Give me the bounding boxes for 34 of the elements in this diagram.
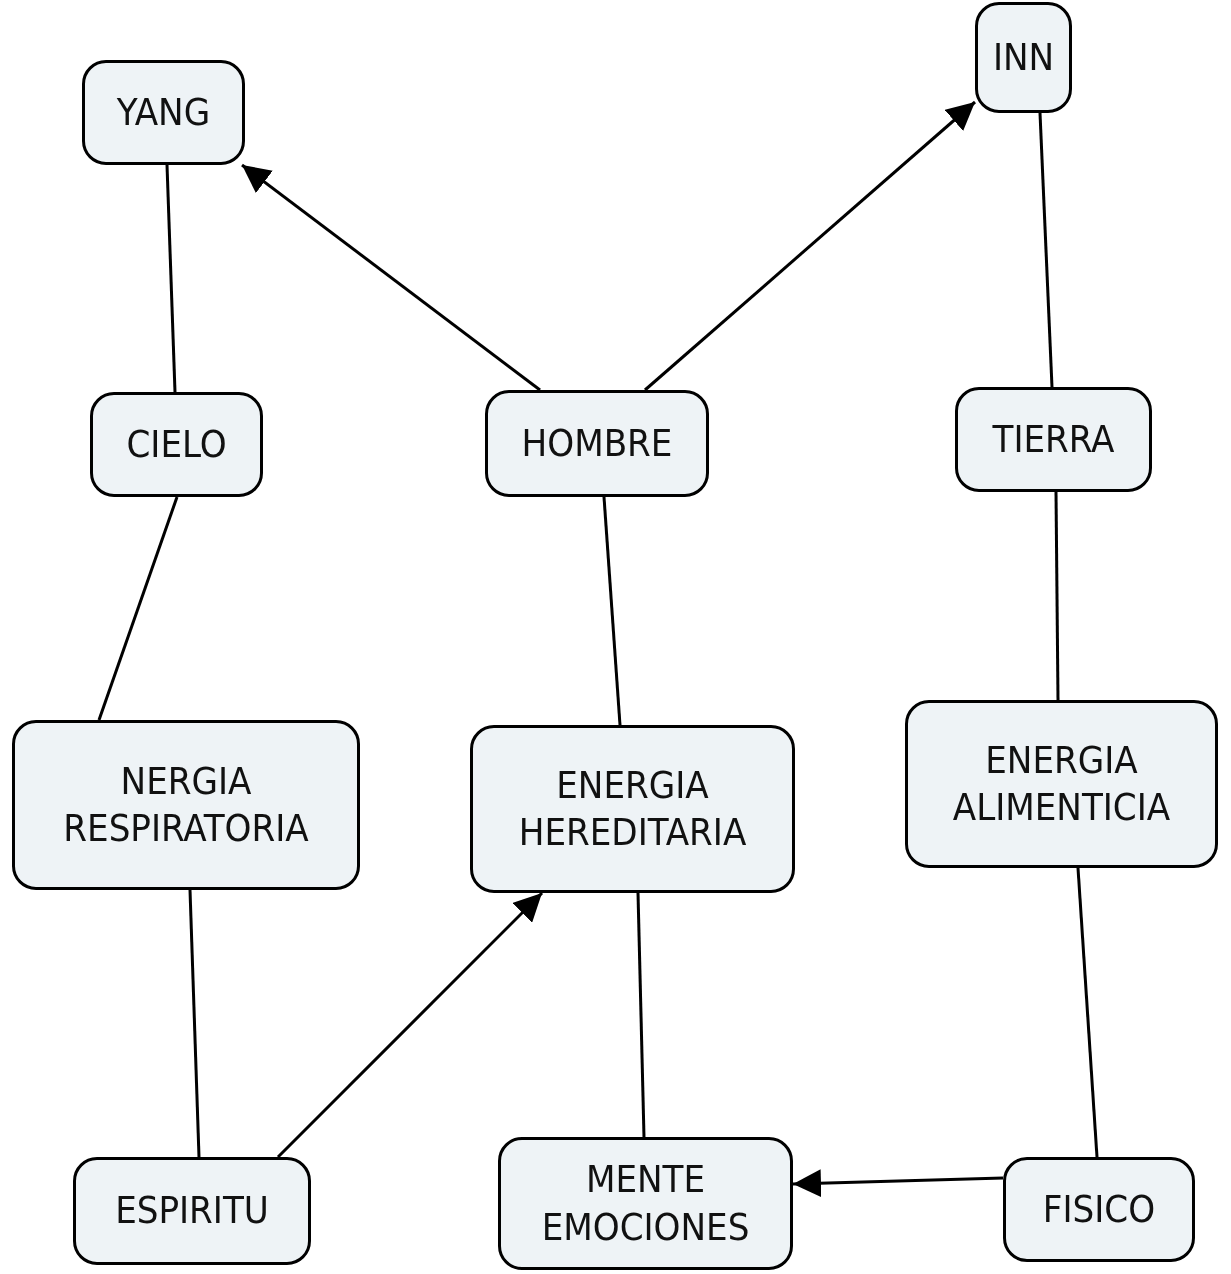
- connector-line: [636, 892, 646, 1138]
- concept-box: [975, 2, 1072, 113]
- connector-line: [1054, 492, 1060, 700]
- concept-label: HOMBRE: [521, 419, 673, 467]
- concept-box: [90, 392, 263, 497]
- concept-box: [12, 720, 360, 890]
- connector-line: [1038, 112, 1054, 388]
- arrow: [276, 891, 544, 1159]
- concept-label: ENERGIA ALIMENTICIA: [951, 736, 1172, 831]
- arrow: [644, 100, 976, 392]
- connector-line: [1076, 867, 1099, 1158]
- concept-label: INN: [992, 33, 1055, 81]
- concept-box: [1003, 1157, 1195, 1262]
- connector-line: [602, 496, 622, 726]
- concept-box: [955, 387, 1152, 492]
- connector-line: [165, 164, 177, 393]
- concept-box: [498, 1137, 793, 1270]
- concept-label: CIELO: [126, 420, 227, 468]
- connector-line: [188, 889, 201, 1158]
- concept-box: [73, 1157, 311, 1265]
- concept-box: [470, 725, 795, 893]
- concept-label: YANG: [116, 88, 211, 136]
- arrow: [241, 163, 541, 392]
- concept-box: [485, 390, 709, 497]
- concept-box: [82, 60, 245, 165]
- arrow: [792, 1169, 1004, 1198]
- connector-line: [97, 496, 179, 721]
- concept-label: FISICO: [1042, 1185, 1156, 1233]
- concept-label: TIERRA: [992, 415, 1115, 463]
- concept-label: MENTE EMOCIONES: [540, 1156, 751, 1251]
- concept-label: ESPIRITU: [115, 1187, 269, 1235]
- concept-label: NERGIA RESPIRATORIA: [62, 757, 310, 852]
- concept-box: [905, 700, 1218, 868]
- concept-label: ENERGIA HEREDITARIA: [517, 761, 748, 856]
